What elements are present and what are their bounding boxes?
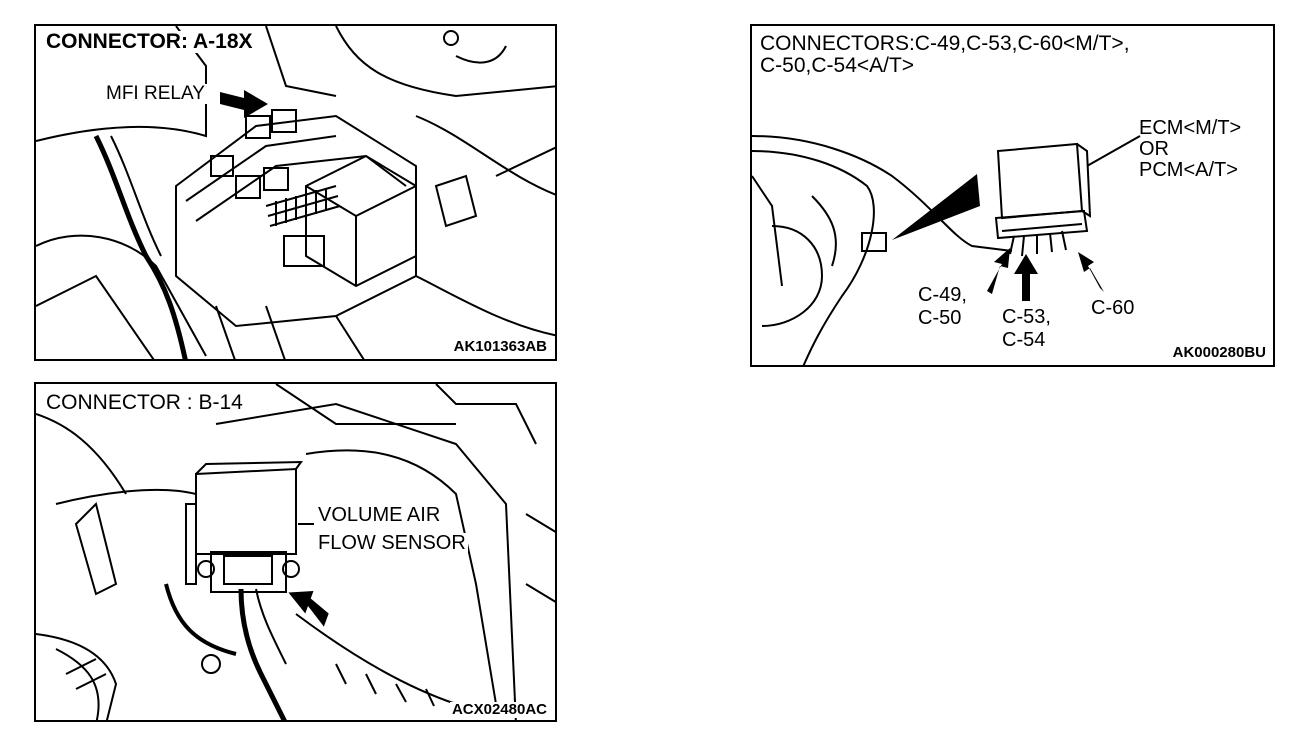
arrow-c49-c50 [987, 248, 1010, 294]
label-ecm-line-3: PCM<A/T> [1139, 159, 1238, 181]
engine-bay-relay-box-illustration [36, 26, 555, 359]
arrow-mfi-relay [220, 90, 268, 118]
panel-connector-b14: CONNECTOR : B-14 VOLUME AIR FLOW SENSOR … [34, 382, 557, 722]
figure-code: ACX02480AC [449, 701, 549, 719]
callout-mfi-relay: MFI RELAY [104, 83, 207, 104]
label-c49-line-2: C-50 [918, 307, 962, 329]
label-c53-line-1: C-53, [1002, 306, 1051, 328]
panel-title-line-2: C-50,C-54<A/T> [758, 54, 917, 78]
arrow-air-flow-connector [288, 590, 329, 627]
panel-connectors-ecm: CONNECTORS:C-49,C-53,C-60<M/T>, C-50,C-5… [750, 24, 1275, 367]
arrow-c60 [1078, 252, 1104, 292]
label-c49-line-1: C-49, [918, 284, 967, 306]
label-c60: C-60 [1091, 297, 1135, 319]
callout-volume-air: VOLUME AIR [316, 504, 443, 526]
air-flow-sensor-illustration [36, 384, 555, 720]
figure-code: AK101363AB [451, 338, 549, 356]
ecm-pcm-location-illustration [752, 135, 1141, 365]
panel-connector-a18x: CONNECTOR: A-18X MFI RELAY AK101363AB [34, 24, 557, 361]
panel-title: CONNECTOR: A-18X [44, 30, 255, 54]
label-ecm-line-1: ECM<M/T> [1139, 117, 1242, 139]
panel-title-line-1: CONNECTORS:C-49,C-53,C-60<M/T>, [758, 32, 1132, 56]
label-c53-line-2: C-54 [1002, 329, 1046, 351]
figure-code: AK000280BU [1170, 344, 1268, 362]
callout-flow-sensor: FLOW SENSOR [316, 532, 468, 554]
pointer-wedge [892, 174, 980, 240]
arrow-c53-c54 [1014, 254, 1038, 301]
panel-title: CONNECTOR : B-14 [44, 391, 245, 415]
label-ecm-line-2: OR [1139, 138, 1169, 160]
